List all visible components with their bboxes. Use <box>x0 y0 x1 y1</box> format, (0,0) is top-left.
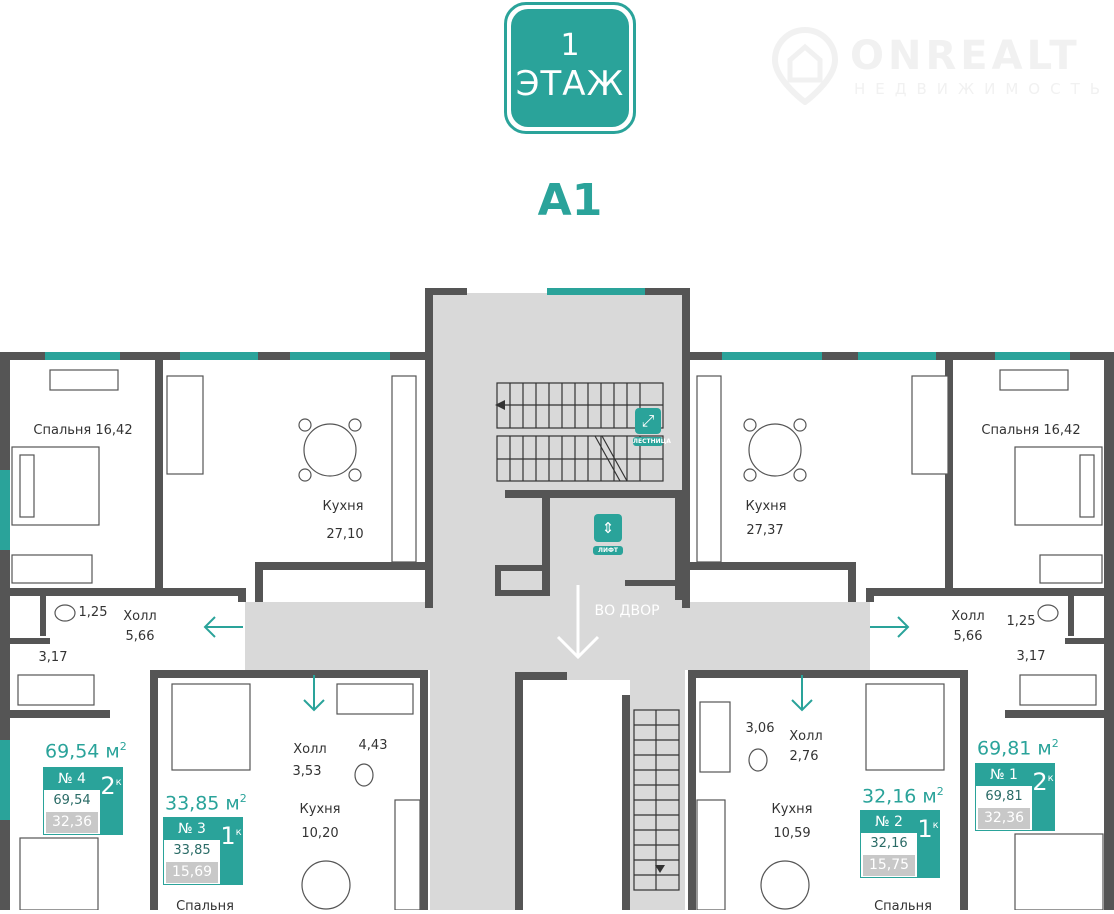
room-area: 3,17 <box>38 650 68 665</box>
room-label: Холл <box>951 609 985 624</box>
room-area: 3,53 <box>292 764 322 779</box>
floor-number: 1 <box>560 28 580 63</box>
arrows <box>203 616 910 712</box>
exit-label: ВО ДВОР <box>594 603 660 619</box>
room-area: 27,10 <box>326 527 364 542</box>
room-label: Холл <box>293 742 327 757</box>
room-label: Кухня <box>322 499 364 514</box>
watermark-logo: ONREALT НЕДВИЖИМОСТЬ <box>770 25 1100 109</box>
lift-icon: ⇕ <box>594 514 622 542</box>
lift-label: ЛИФТ <box>593 546 623 555</box>
stairs <box>496 382 680 891</box>
apartment-4-area: 69,54 м2 <box>45 740 127 763</box>
stairs-arrow-icon <box>495 400 505 410</box>
exit-arrow-icon <box>556 585 600 660</box>
walls <box>0 288 1114 910</box>
section-title: A1 <box>537 175 603 226</box>
room-label: Холл <box>123 609 157 624</box>
room-label: Холл <box>789 729 823 744</box>
rooms-count: 2к <box>100 768 122 834</box>
room-area: 10,20 <box>301 826 339 841</box>
room-label: Спальня 16,42 <box>33 423 133 438</box>
stairs-arrow-icon <box>655 865 665 873</box>
apartment-2-area: 32,16 м2 <box>862 785 944 808</box>
rooms-count: 2к <box>1032 764 1054 830</box>
storage-room <box>520 680 630 910</box>
windows <box>0 288 1070 820</box>
room-area: 2,76 <box>789 749 819 764</box>
room-area: 4,43 <box>358 738 388 753</box>
room-label: Спальня 16,42 <box>981 423 1081 438</box>
room-label: Спальня <box>176 899 234 914</box>
rooms-count: 1к <box>220 818 242 884</box>
room-area: 27,37 <box>746 523 784 538</box>
room-area: 5,66 <box>125 629 155 644</box>
room-area: 1,25 <box>78 605 108 620</box>
room-area: 5,66 <box>953 629 983 644</box>
floor-label: ЭТАЖ <box>515 64 625 104</box>
room-area: 3,17 <box>1016 649 1046 664</box>
room-label: Спальня <box>874 899 932 914</box>
room-area: 3,06 <box>745 721 775 736</box>
room-area: 10,59 <box>773 826 811 841</box>
watermark-brand: ONREALT <box>850 33 1081 79</box>
room-label: Кухня <box>299 802 341 817</box>
apartment-3-area: 33,85 м2 <box>165 792 247 815</box>
room-area: 1,25 <box>1006 614 1036 629</box>
rooms-count: 1к <box>917 811 939 877</box>
stairs-icon: ⤢ <box>635 408 661 434</box>
room-label: Кухня <box>745 499 787 514</box>
location-house-icon <box>771 26 839 106</box>
room-label: Кухня <box>771 802 813 817</box>
furniture <box>11 369 1104 910</box>
stairs-label: ЛЕСТНИЦА <box>633 437 671 446</box>
watermark-subtitle: НЕДВИЖИМОСТЬ <box>854 80 1111 98</box>
floor-badge: 1 ЭТАЖ <box>504 2 636 134</box>
apartment-1-area: 69,81 м2 <box>977 737 1059 760</box>
